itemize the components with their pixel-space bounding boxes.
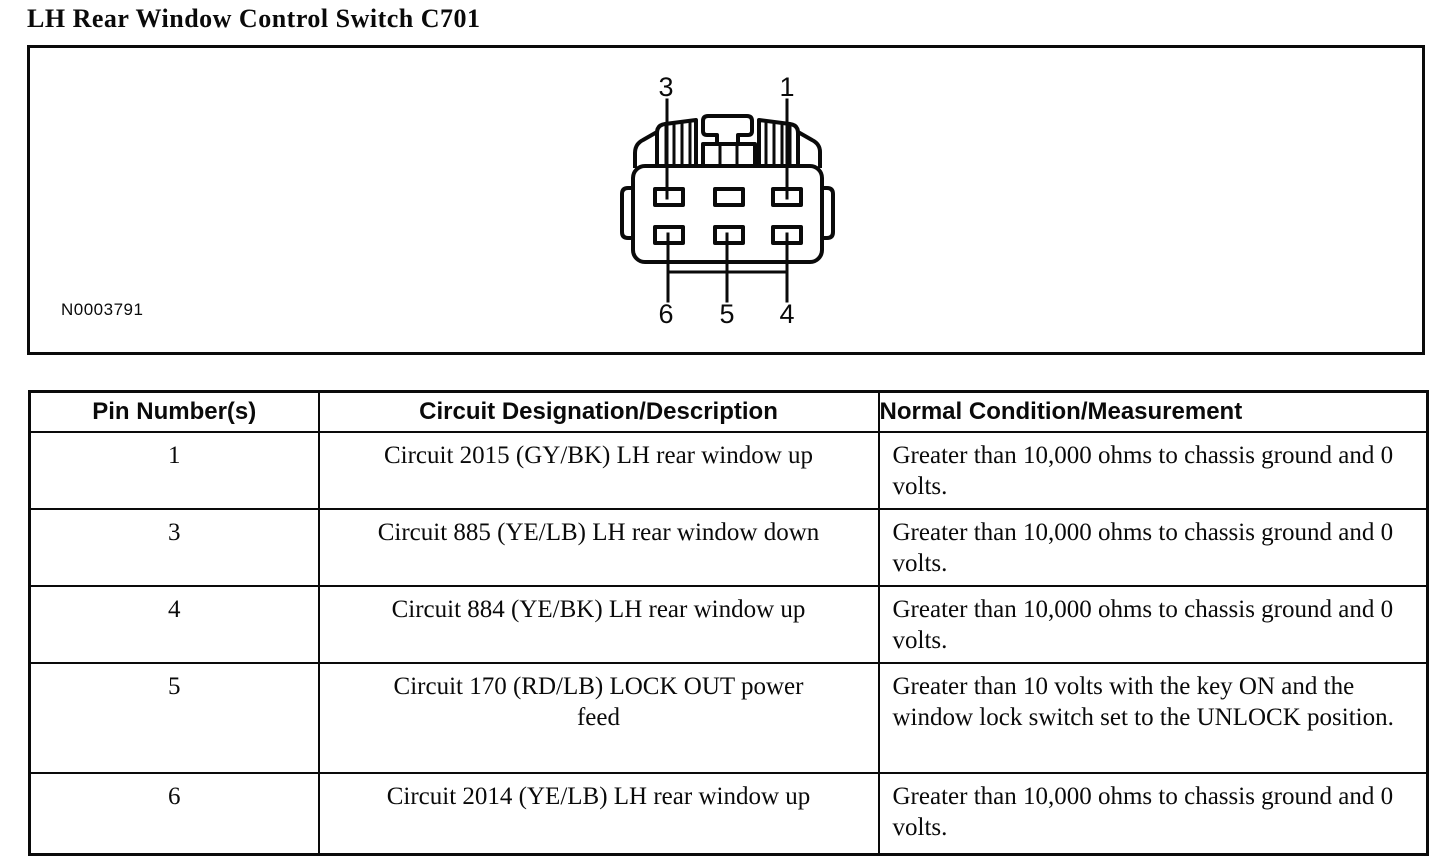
connector-figure-box: 3 1 6 5 4 N0003791 bbox=[27, 45, 1425, 355]
connector-diagram: 3 1 6 5 4 bbox=[620, 72, 835, 329]
header-normal-condition: Normal Condition/Measurement bbox=[877, 390, 1429, 433]
pin-label-5: 5 bbox=[719, 299, 734, 329]
pin-label-3: 3 bbox=[658, 72, 673, 102]
figure-id: N0003791 bbox=[61, 300, 144, 319]
pin-cavity-3 bbox=[653, 187, 685, 207]
table-row-pin-4: 4 Circuit 884 (YE/BK) LH rear window up … bbox=[28, 585, 1429, 664]
pin-cavity-2 bbox=[713, 187, 745, 207]
table-row-pin-6: 6 Circuit 2014 (YE/LB) LH rear window up… bbox=[28, 772, 1429, 856]
circuit-cell: Circuit 885 (YE/LB) LH rear window down bbox=[317, 508, 880, 587]
pin-cavity-5 bbox=[713, 225, 745, 245]
circuit-text: Circuit 885 (YE/LB) LH rear window down bbox=[377, 519, 820, 546]
circuit-cell: Circuit 2014 (YE/LB) LH rear window up bbox=[317, 772, 880, 856]
circuit-cell: Circuit 884 (YE/BK) LH rear window up bbox=[317, 585, 880, 664]
circuit-cell: Circuit 2015 (GY/BK) LH rear window up bbox=[317, 431, 880, 510]
pin-label-4: 4 bbox=[779, 299, 794, 329]
page-title: LH Rear Window Control Switch C701 bbox=[27, 4, 481, 33]
pin-number-cell: 4 bbox=[28, 585, 320, 664]
header-pin-numbers: Pin Number(s) bbox=[28, 390, 320, 433]
table-header-row: Pin Number(s) Circuit Designation/Descri… bbox=[28, 390, 1429, 433]
pin-number-cell: 6 bbox=[28, 772, 320, 856]
pin-label-6: 6 bbox=[658, 299, 673, 329]
condition-cell: Greater than 10 volts with the key ON an… bbox=[877, 662, 1429, 774]
condition-cell: Greater than 10,000 ohms to chassis grou… bbox=[877, 508, 1429, 587]
circuit-text: Circuit 2015 (GY/BK) LH rear window up bbox=[383, 442, 814, 469]
table-row-pin-3: 3 Circuit 885 (YE/LB) LH rear window dow… bbox=[28, 508, 1429, 587]
header-circuit-designation: Circuit Designation/Description bbox=[317, 390, 880, 433]
circuit-cell: Circuit 170 (RD/LB) LOCK OUT power feed bbox=[317, 662, 880, 774]
pin-number-cell: 1 bbox=[28, 431, 320, 510]
condition-cell: Greater than 10,000 ohms to chassis grou… bbox=[877, 431, 1429, 510]
pinout-table: Pin Number(s) Circuit Designation/Descri… bbox=[28, 390, 1429, 856]
pin-label-1: 1 bbox=[779, 72, 794, 102]
pin-number-cell: 5 bbox=[28, 662, 320, 774]
table-row-pin-1: 1 Circuit 2015 (GY/BK) LH rear window up… bbox=[28, 431, 1429, 510]
condition-cell: Greater than 10,000 ohms to chassis grou… bbox=[877, 585, 1429, 664]
table-row-pin-5: 5 Circuit 170 (RD/LB) LOCK OUT power fee… bbox=[28, 662, 1429, 774]
pin-number-callouts: 3 1 6 5 4 bbox=[658, 72, 794, 329]
pin-leader-lines bbox=[665, 98, 789, 303]
circuit-text: Circuit 2014 (YE/LB) LH rear window up bbox=[386, 783, 811, 810]
circuit-text: Circuit 884 (YE/BK) LH rear window up bbox=[391, 596, 806, 623]
circuit-text: Circuit 170 (RD/LB) LOCK OUT power feed bbox=[393, 673, 804, 731]
condition-cell: Greater than 10,000 ohms to chassis grou… bbox=[877, 772, 1429, 856]
pin-number-cell: 3 bbox=[28, 508, 320, 587]
